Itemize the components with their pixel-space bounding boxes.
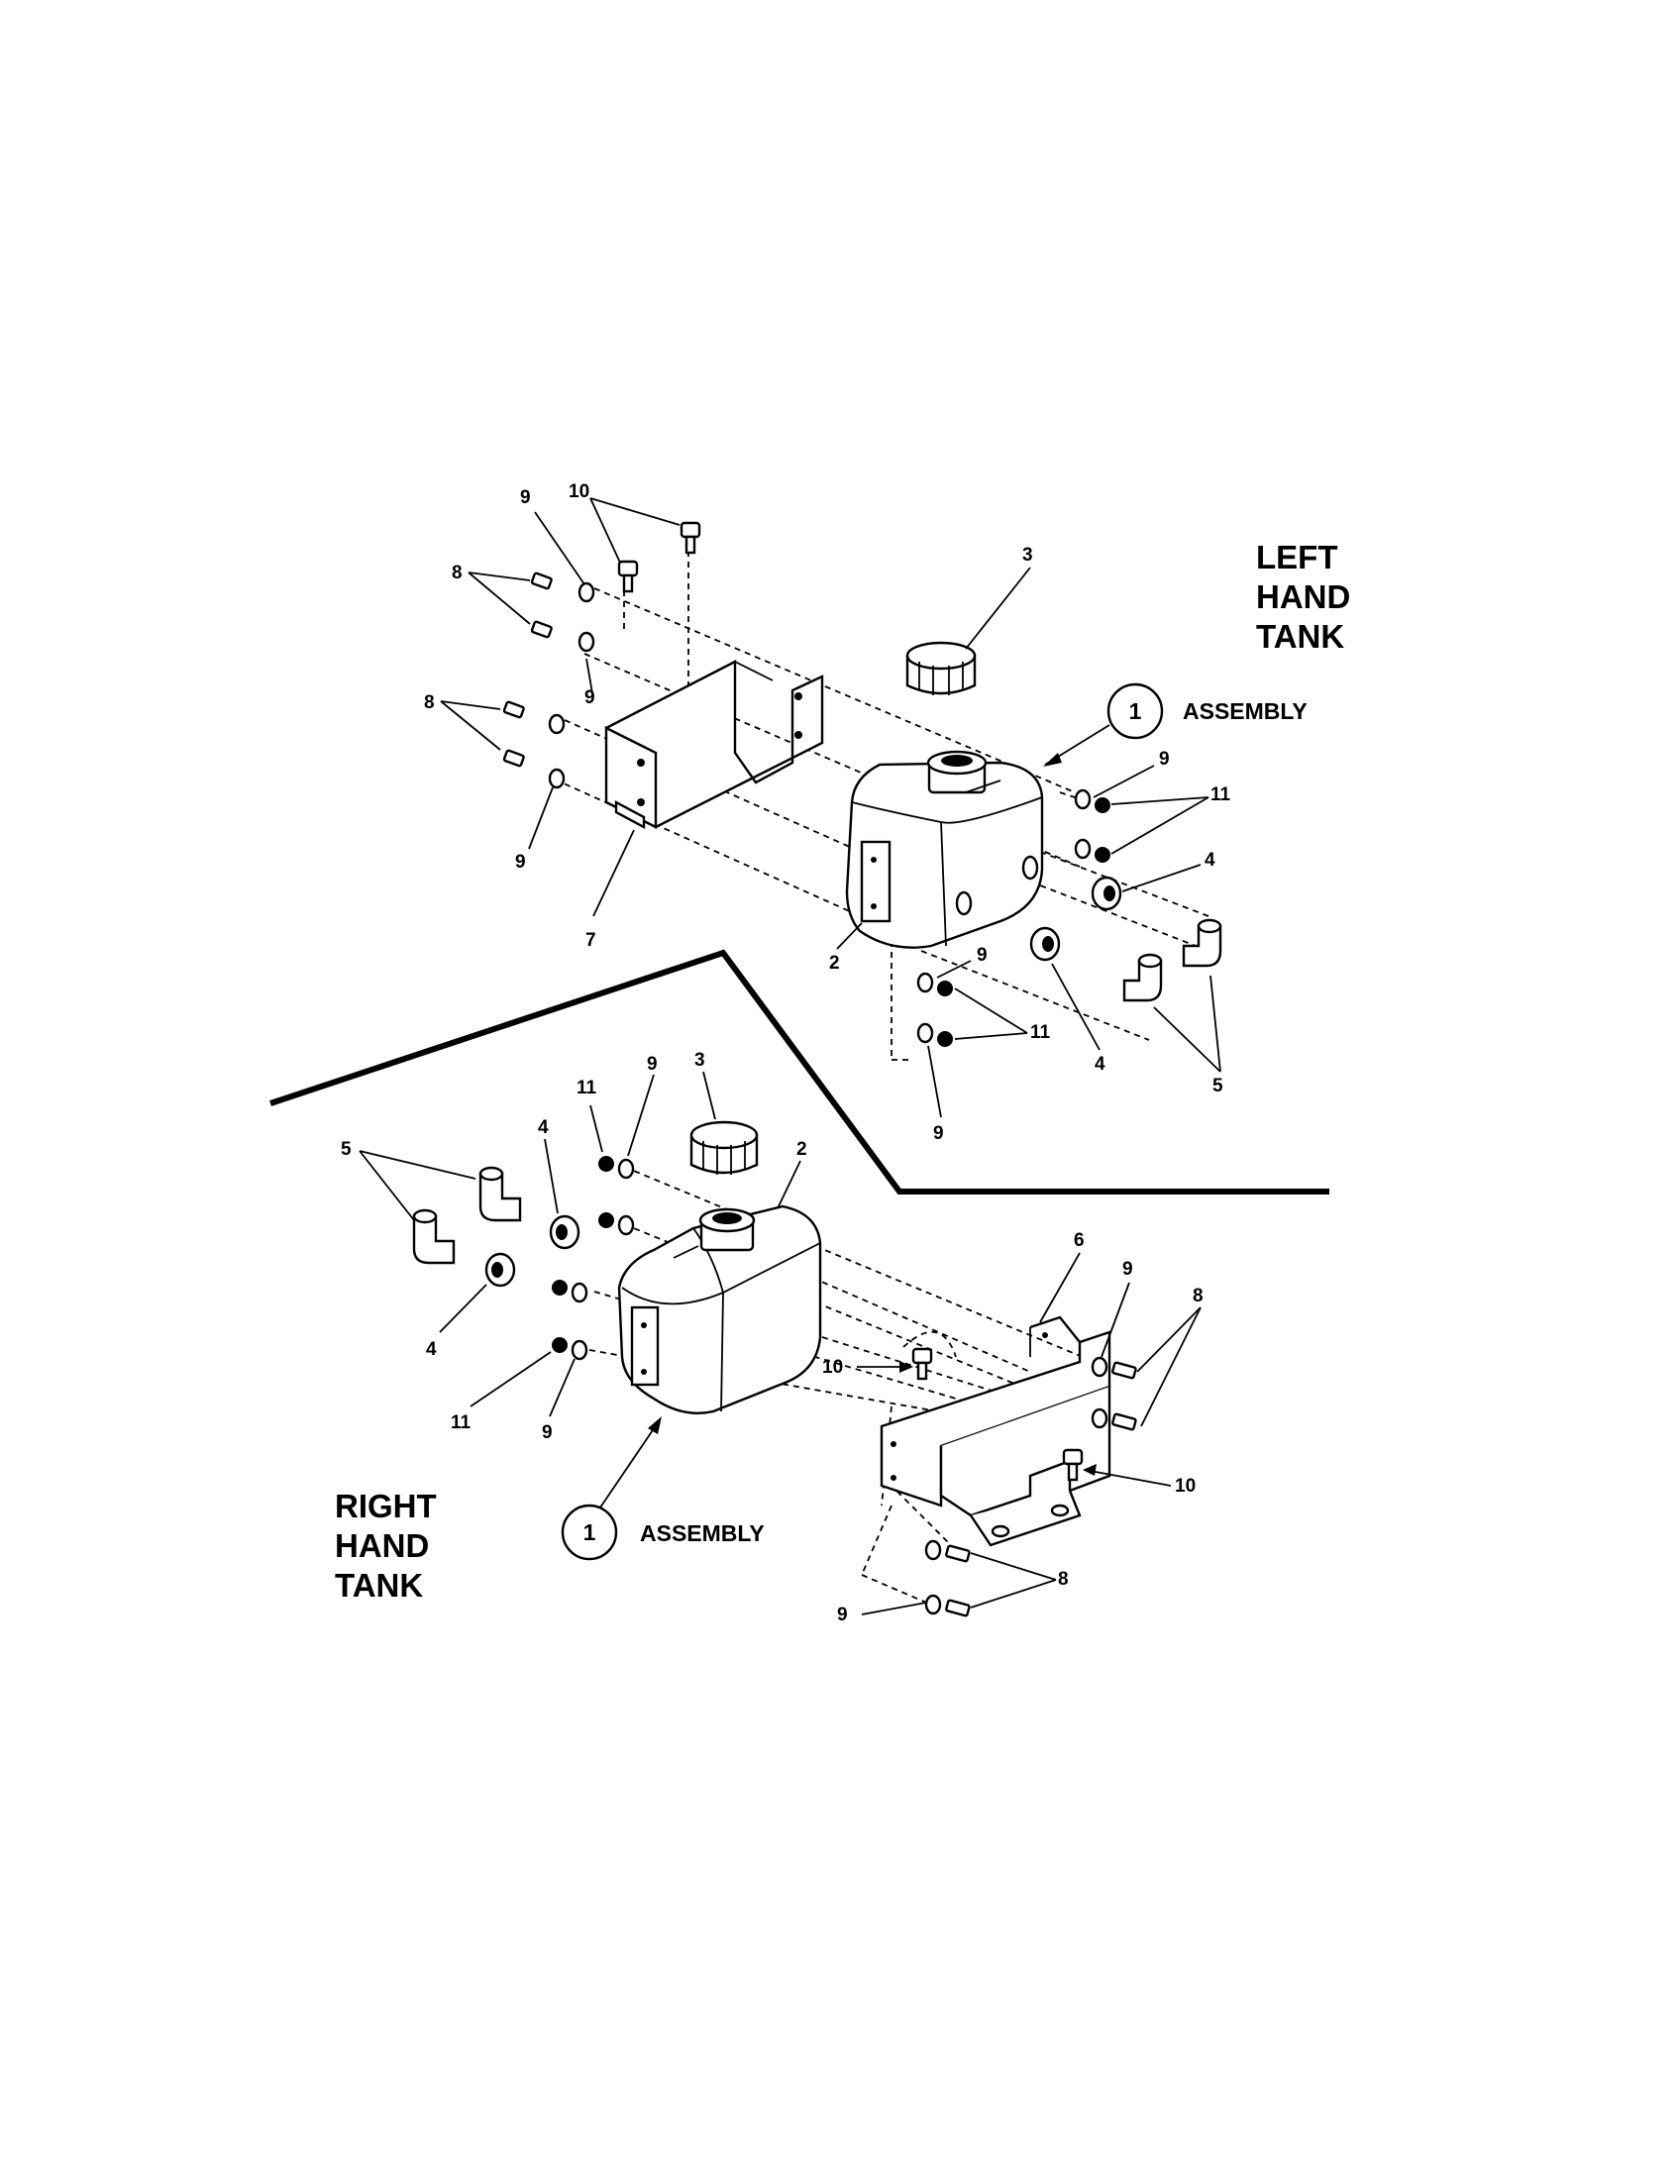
left-callout-5: 5 xyxy=(1212,1076,1223,1096)
right-callout-11-top: 11 xyxy=(577,1078,597,1098)
section-divider xyxy=(269,949,1329,1195)
left-callout-9-low: 9 xyxy=(515,852,526,873)
right-tank-title-line2: HAND xyxy=(335,1527,429,1564)
left-assembly-circle xyxy=(1106,682,1164,740)
left-callout-9-end: 9 xyxy=(933,1123,944,1144)
right-mounting-bracket xyxy=(880,1315,1111,1547)
left-tank-title-line2: HAND xyxy=(1256,578,1350,615)
left-assembly-number: 1 xyxy=(1129,698,1142,724)
left-assembly-label: ASSEMBLY xyxy=(1183,698,1308,724)
left-tank-port-a xyxy=(1021,855,1039,881)
right-callout-3: 3 xyxy=(694,1050,705,1071)
right-callout-9-end: 9 xyxy=(837,1605,848,1625)
right-callout-4-bottom: 4 xyxy=(426,1339,437,1360)
left-tank-port-b xyxy=(955,890,973,916)
left-callout-11-bottom: 11 xyxy=(1030,1022,1051,1043)
right-callout-10-right: 10 xyxy=(1175,1476,1196,1497)
right-callout-2: 2 xyxy=(796,1139,807,1160)
left-tank-title-line1: LEFT xyxy=(1256,539,1337,575)
right-callout-8-right: 8 xyxy=(1193,1286,1204,1306)
left-callout-9-top: 9 xyxy=(520,487,531,508)
left-callout-8-mid: 8 xyxy=(424,692,435,713)
right-callout-9-top: 9 xyxy=(647,1054,658,1075)
right-assembly-circle xyxy=(561,1504,618,1561)
left-callout-10: 10 xyxy=(569,481,589,502)
left-grommets xyxy=(1029,876,1122,962)
left-callout-7: 7 xyxy=(585,930,596,951)
right-callout-11-bottom: 11 xyxy=(451,1412,472,1433)
left-tank-body xyxy=(845,750,1044,949)
left-callout-9-mid: 9 xyxy=(584,687,595,708)
left-callout-11-right: 11 xyxy=(1210,784,1231,805)
left-callout-9-right: 9 xyxy=(1159,749,1170,770)
right-callout-8-bottom: 8 xyxy=(1058,1569,1069,1590)
left-callout-8-top: 8 xyxy=(452,563,463,583)
left-leader-lines xyxy=(440,497,1221,1118)
left-hand-tank-group: LEFT HAND TANK 1 ASSEMBLY xyxy=(424,481,1350,1144)
right-callout-10-mid: 10 xyxy=(822,1357,843,1378)
left-callout-9-bottom: 9 xyxy=(977,945,988,966)
left-callout-2: 2 xyxy=(829,953,840,974)
left-callout-3: 3 xyxy=(1022,545,1033,566)
left-tank-cap xyxy=(905,641,977,695)
right-tank-cap xyxy=(689,1120,759,1175)
right-hand-tank-group: RIGHT HAND TANK 1 ASSEMBLY xyxy=(335,1050,1204,1625)
right-grommets xyxy=(484,1214,580,1288)
right-callout-5: 5 xyxy=(341,1139,352,1160)
right-tank-body xyxy=(617,1204,822,1414)
right-callout-6: 6 xyxy=(1074,1230,1085,1251)
right-tank-title-line1: RIGHT xyxy=(335,1488,437,1524)
right-callout-9-bottom: 9 xyxy=(542,1422,553,1443)
right-fasteners xyxy=(552,1156,1137,1617)
right-callout-9-right: 9 xyxy=(1122,1259,1133,1280)
right-elbow-fittings xyxy=(412,1166,522,1265)
left-callout-4-bottom: 4 xyxy=(1095,1054,1105,1075)
right-leader-lines xyxy=(359,1071,1202,1615)
left-tank-mount-plate xyxy=(860,840,892,923)
right-tank-title-line3: TANK xyxy=(335,1567,423,1604)
left-tank-title-line3: TANK xyxy=(1256,618,1344,655)
left-elbow-fittings xyxy=(1122,918,1222,1002)
right-callout-4-top: 4 xyxy=(538,1117,549,1138)
right-assembly-label: ASSEMBLY xyxy=(640,1520,765,1546)
left-mounting-bracket xyxy=(604,660,824,830)
left-fasteners xyxy=(502,521,1110,1047)
right-assembly-number: 1 xyxy=(583,1519,596,1545)
left-callout-4-right: 4 xyxy=(1205,850,1215,871)
